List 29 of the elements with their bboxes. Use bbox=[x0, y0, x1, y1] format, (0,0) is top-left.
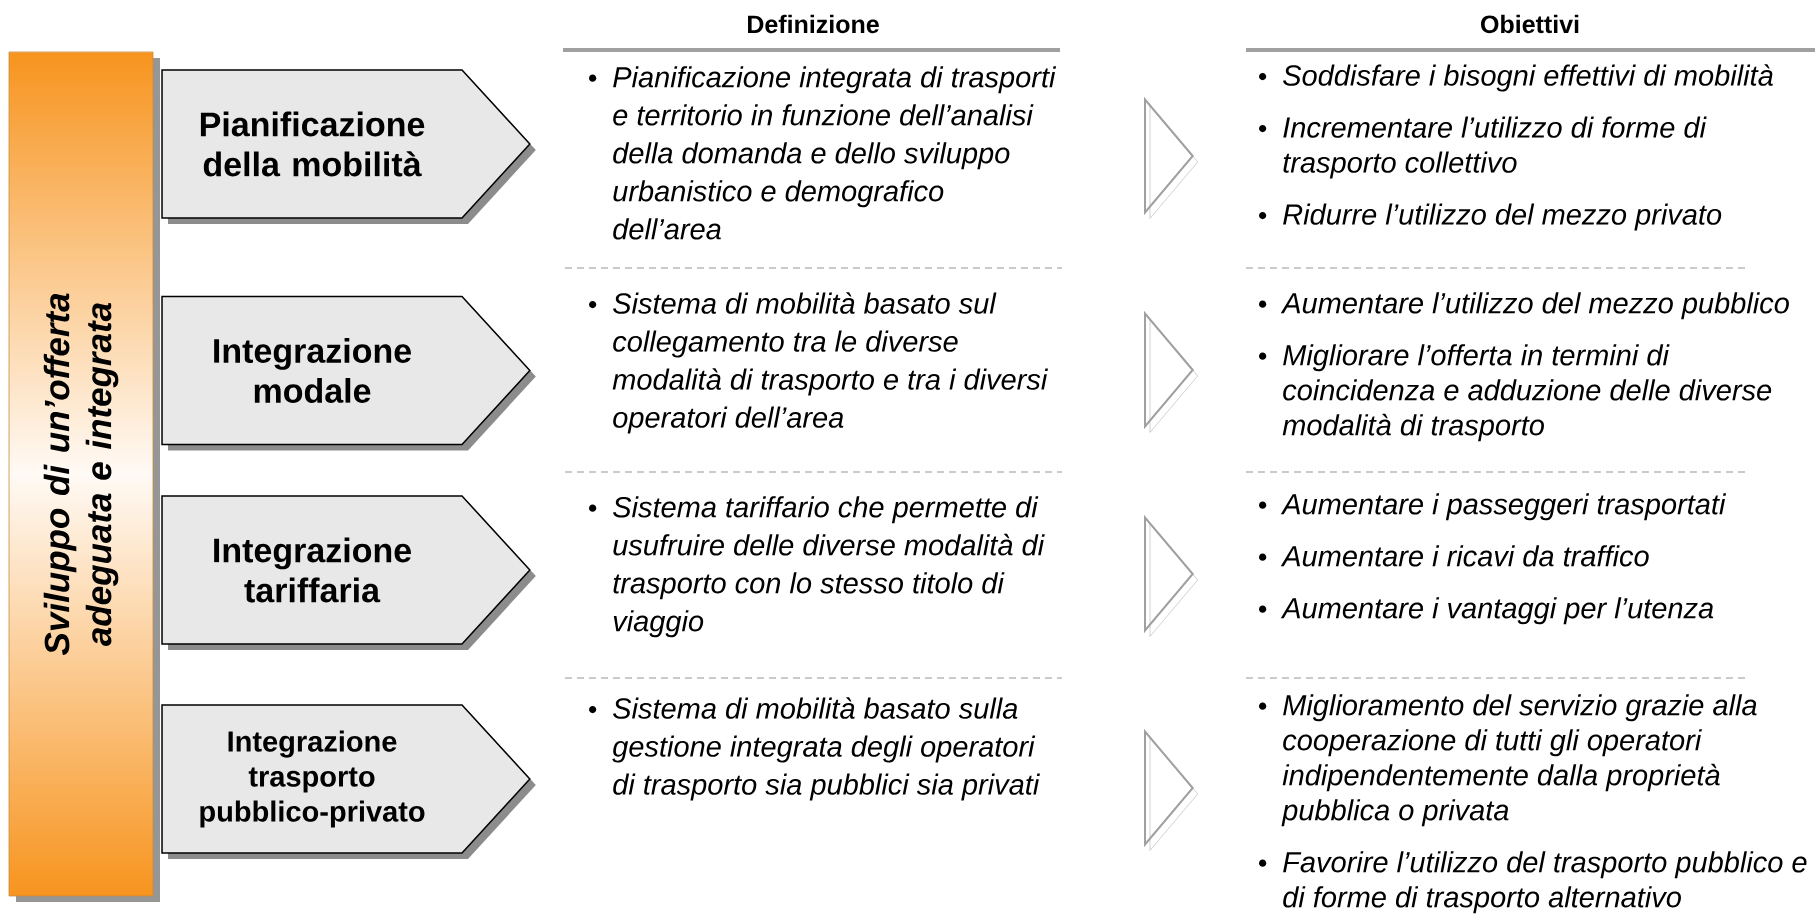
chevron-arrow bbox=[1143, 514, 1198, 637]
arrow-label-box: Integrazione tariffaria bbox=[161, 495, 536, 650]
node-label: Aumentare i ricavi da traffico bbox=[1280, 545, 1649, 567]
bullet-list: Aumentare i passeggeri trasportati Aumentare i ricavi da traffico Aumentare i vantaggi per l’utenza bbox=[1259, 493, 1727, 625]
node-label: Aumentare i passeggeri trasportati bbox=[1280, 493, 1727, 521]
node-label: Aumentare l’utilizzo del mezzo pubblico bbox=[1280, 292, 1789, 320]
arrow-label-box: Integrazione modale bbox=[161, 295, 536, 451]
bullet-text: Pianificazione integrata di trasporti e territorio in funzione dell’analisi della domanda e dello sviluppo urbanistico e demografico dell’area bbox=[589, 66, 1057, 240]
chevron-arrow bbox=[1143, 728, 1198, 851]
arrow-label-box: Pianificazione della mobilità bbox=[161, 69, 536, 224]
node-label: Miglioramento del servizio grazie alla cooperazione di tutti gli operatori indipendentemente dalla proprietà pubblica o privata bbox=[1281, 694, 1757, 827]
bullet-list: Soddisfare i bisogni effettivi di mobilità Incrementare l’utilizzo di forme di trasporto collettivo Ridurre l’utilizzo del mezzo privato bbox=[1259, 64, 1773, 231]
chevron-arrow bbox=[1143, 310, 1198, 433]
bullet-text: Sistema di mobilità basato sulla gestione integrata degli operatori di trasporto sia pubblici sia privati bbox=[589, 697, 1040, 801]
node-label: Soddisfare i bisogni effettivi di mobilità bbox=[1283, 64, 1773, 92]
node-label: Ridurre l’utilizzo del mezzo privato bbox=[1283, 203, 1722, 231]
node-label: Favorire l’utilizzo del trasporto pubblico e di forme di trasporto alternativo bbox=[1283, 851, 1807, 914]
node-label: Incrementare l’utilizzo di forme di trasporto collettivo bbox=[1283, 116, 1707, 179]
node-label: Migliorare l’offerta in termini di coincidenza e adduzione delle diverse modalità di trasporto bbox=[1282, 344, 1772, 442]
bullet-list: Miglioramento del servizio grazie alla cooperazione di tutti gli operatori indipendentemente dalla proprietà pubblica o privata Favorire l’utilizzo del trasporto pubblico e di forme di trasporto alternativo bbox=[1259, 694, 1807, 914]
column-heading: Obiettivi bbox=[1481, 14, 1579, 34]
vertical-banner: Sviluppo di un’offerta adeguata e integrata bbox=[8, 51, 160, 902]
column-heading: Definizione bbox=[748, 14, 879, 34]
bullet-text: Sistema di mobilità basato sul collegamento tra le diverse modalità di trasporto e tra i diversi operatori dell’area bbox=[589, 292, 1048, 434]
node-label: Aumentare i vantaggi per l’utenza bbox=[1280, 597, 1714, 625]
chevron-arrow bbox=[1143, 96, 1198, 219]
arrow-label-box: Integrazione trasporto pubblico-privato bbox=[161, 704, 536, 859]
bullet-text: Sistema tariffario che permette di usufruire delle diverse modalità di trasporto con lo stesso titolo di viaggio bbox=[589, 496, 1045, 638]
bullet-list: Aumentare l’utilizzo del mezzo pubblico Migliorare l’offerta in termini di coincidenza e adduzione delle diverse modalità di trasporto bbox=[1259, 292, 1789, 442]
